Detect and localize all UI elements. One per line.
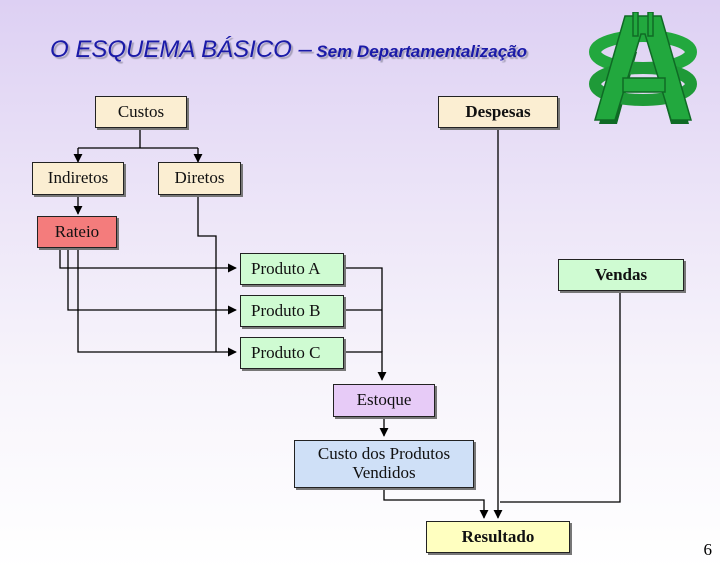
box-produto-b: Produto B	[240, 295, 344, 327]
box-custos: Custos	[95, 96, 187, 128]
title-main: O ESQUEMA BÁSICO –	[50, 36, 312, 63]
title-subtitle: Sem Departamentalização	[316, 42, 527, 61]
box-despesas-label: Despesas	[465, 101, 531, 121]
box-vendas: Vendas	[558, 259, 684, 291]
box-produto-a: Produto A	[240, 253, 344, 285]
box-produto-b-label: Produto B	[251, 300, 321, 320]
box-cpv-label: Custo dos Produtos Vendidos	[317, 444, 451, 482]
box-produto-c-label: Produto C	[251, 342, 321, 362]
page-number: 6	[703, 540, 713, 559]
currency-symbol-icon	[589, 12, 697, 124]
box-despesas: Despesas	[438, 96, 558, 128]
box-estoque-label: Estoque	[356, 390, 412, 410]
box-rateio: Rateio	[37, 216, 117, 248]
box-custos-label: Custos	[117, 101, 165, 121]
slide-title: O ESQUEMA BÁSICO – Sem Departamentalizaç…	[50, 36, 527, 64]
box-diretos-label: Diretos	[174, 168, 225, 188]
box-resultado: Resultado	[426, 521, 570, 553]
box-vendas-label: Vendas	[594, 264, 648, 284]
box-custo-produtos-vendidos: Custo dos Produtos Vendidos	[294, 440, 474, 488]
box-indiretos-label: Indiretos	[47, 168, 109, 188]
box-produto-c: Produto C	[240, 337, 344, 369]
box-rateio-label: Rateio	[54, 221, 100, 241]
box-indiretos: Indiretos	[32, 162, 124, 195]
box-estoque: Estoque	[333, 384, 435, 417]
box-diretos: Diretos	[158, 162, 241, 195]
box-produto-a-label: Produto A	[251, 258, 321, 278]
box-resultado-label: Resultado	[461, 526, 535, 546]
